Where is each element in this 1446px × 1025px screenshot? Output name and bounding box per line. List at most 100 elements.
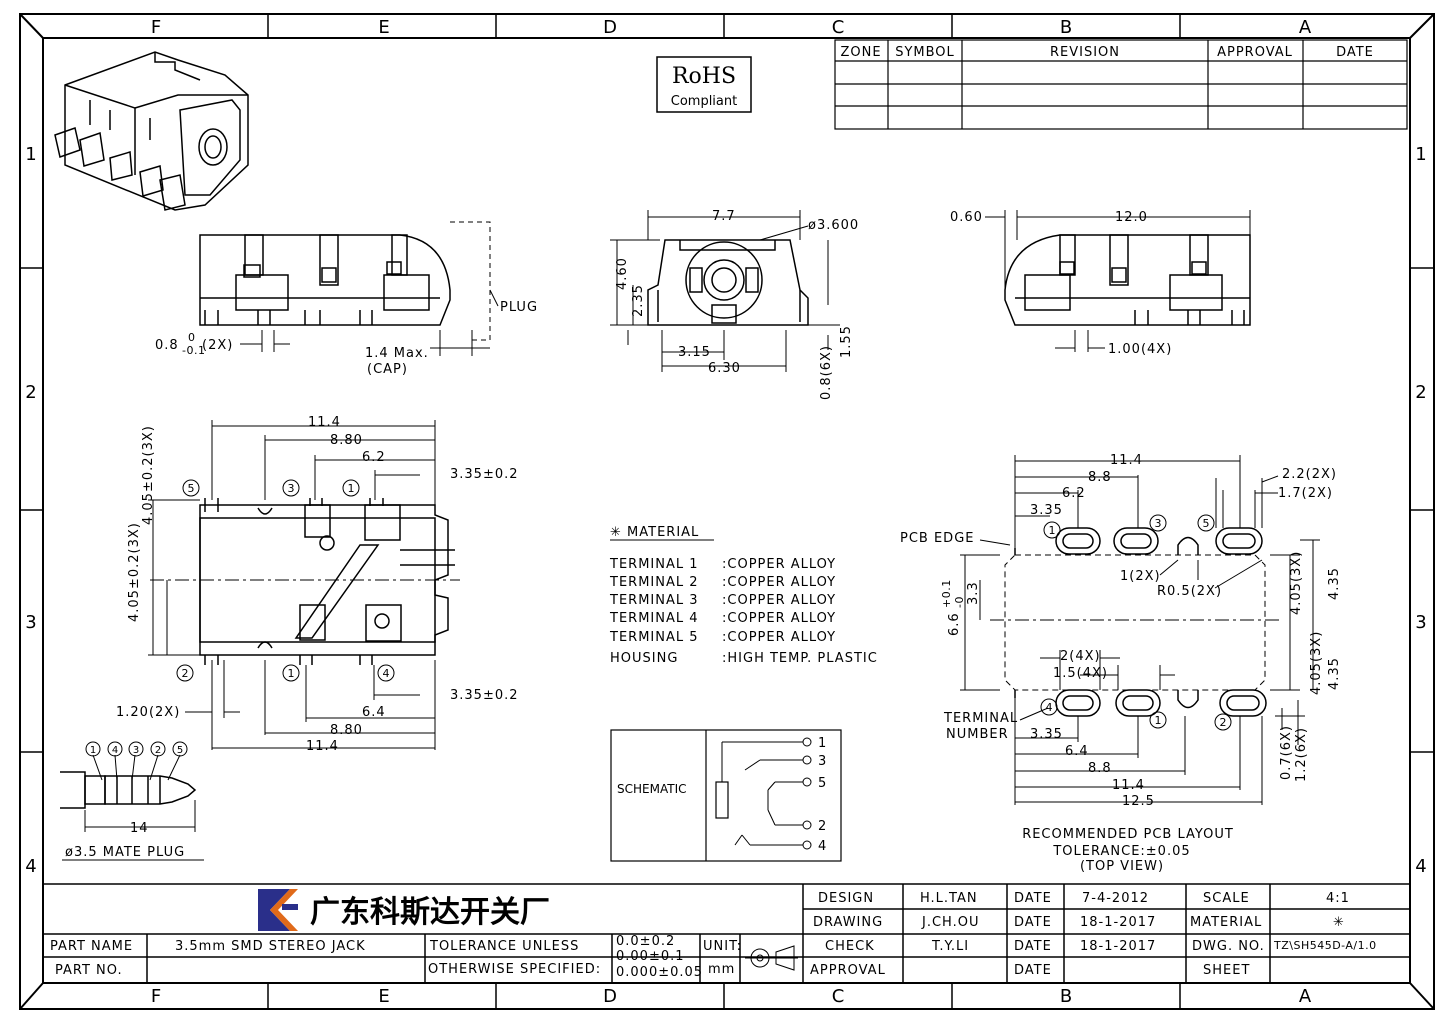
- zone-label-bottom: A: [1299, 986, 1312, 1007]
- zone-label-top: E: [378, 17, 389, 38]
- dim-label: 11.4: [1110, 453, 1143, 468]
- zone-label-top: D: [603, 17, 617, 38]
- dim-label: 1.20(2X): [116, 705, 180, 720]
- zone-label-top: F: [151, 17, 161, 38]
- zone-label-side: 2: [1415, 382, 1426, 403]
- zone-label-side: 3: [1415, 612, 1426, 633]
- material-value: :COPPER ALLOY: [722, 630, 836, 645]
- zone-label-side: 4: [25, 856, 36, 877]
- dim-label: 3.35: [1030, 727, 1063, 742]
- dim-label: 1.5(4X): [1053, 666, 1108, 681]
- zone-label-side: 3: [25, 612, 36, 633]
- schematic-pin: 3: [818, 754, 826, 769]
- sheet-frame: [19, 13, 1435, 1010]
- material-part: TERMINAL 5: [609, 630, 699, 645]
- scale-label: SCALE: [1203, 891, 1250, 906]
- svg-text:2: 2: [155, 745, 161, 756]
- dim-label: NUMBER: [946, 727, 1009, 742]
- material-part: TERMINAL 2: [609, 575, 699, 590]
- zone-dividers: [20, 14, 1434, 1009]
- zone-label-top: B: [1060, 17, 1072, 38]
- zone-label-top: A: [1299, 17, 1312, 38]
- zone-label-bottom: D: [603, 986, 617, 1007]
- zone-label-side: 1: [1415, 144, 1426, 165]
- dim-label: 6.4: [362, 705, 386, 720]
- dim-label: 12.0: [1115, 210, 1148, 225]
- company-name: 广东科斯达开关厂: [310, 895, 550, 930]
- part-name-value: 3.5mm SMD STEREO JACK: [175, 939, 366, 954]
- dim-label: 0: [188, 331, 196, 344]
- material-part: TERMINAL 4: [609, 611, 699, 626]
- rohs-badge: RoHS Compliant: [656, 56, 752, 113]
- dim-label: 0.8(6X): [819, 345, 834, 400]
- material-label: MATERIAL: [1190, 915, 1262, 930]
- svg-text:2: 2: [182, 667, 189, 680]
- zone-label-side: 1: [25, 144, 36, 165]
- dim-label: R0.5(2X): [1157, 584, 1222, 599]
- dim-label: 6.2: [362, 450, 386, 465]
- dim-label: 2.2(2X): [1282, 467, 1337, 482]
- part-name-label: PART NAME: [50, 939, 133, 954]
- plug-title: ø3.5 MATE PLUG: [65, 845, 185, 860]
- svg-text:5: 5: [1203, 517, 1210, 530]
- dim-label: 3.35±0.2: [450, 467, 519, 482]
- material-list: ✳ MATERIAL TERMINAL 1 :COPPER ALLOY TERM…: [609, 525, 877, 666]
- svg-text:3: 3: [133, 745, 139, 756]
- svg-text:1: 1: [348, 482, 355, 495]
- revision-table: ZONE SYMBOL REVISION APPROVAL DATE: [834, 39, 1408, 130]
- date-label: DATE: [1014, 963, 1052, 978]
- schematic-pin: 2: [818, 819, 826, 834]
- dwg-no-label: DWG. NO.: [1192, 939, 1265, 954]
- scale-value: 4:1: [1326, 891, 1350, 906]
- dim-label: 12.5: [1122, 794, 1155, 809]
- svg-text:1: 1: [1049, 524, 1056, 537]
- dim-label: 3.3: [966, 581, 981, 605]
- svg-text:1: 1: [1155, 714, 1162, 727]
- dim-label: 6.6: [947, 612, 962, 636]
- svg-text:4: 4: [112, 745, 118, 756]
- rev-header: SYMBOL: [895, 45, 955, 60]
- dim-label: 1.55: [839, 325, 854, 358]
- dim-label: 1.4 Max.: [365, 346, 429, 361]
- date-value: 18-1-2017: [1080, 939, 1156, 954]
- pcb-pads: [1055, 527, 1267, 717]
- side-view-right: 0.60 12.0 1.00(4X): [950, 210, 1251, 357]
- svg-text:1: 1: [288, 667, 295, 680]
- front-view: 7.7 ø3.600 4.60 2.35 3.15 6.30 1.55 0.8(…: [610, 209, 858, 400]
- dim-label: (2X): [202, 338, 233, 353]
- unit-label: UNIT:: [703, 939, 742, 954]
- material-value: :COPPER ALLOY: [722, 575, 836, 590]
- dim-label: 1(2X): [1120, 569, 1161, 584]
- schematic-pin: 1: [818, 736, 826, 751]
- date-label: DATE: [1014, 915, 1052, 930]
- design-label: DESIGN: [818, 891, 874, 906]
- tolerance-label: TOLERANCE UNLESS: [429, 939, 579, 954]
- schematic-label: SCHEMATIC: [617, 782, 686, 796]
- svg-text:4: 4: [1046, 701, 1053, 714]
- zone-label-side: 4: [1415, 856, 1426, 877]
- dim-label: 0.8: [155, 338, 179, 353]
- designer-name: H.L.TAN: [920, 891, 978, 906]
- dim-label: 7.7: [712, 209, 736, 224]
- projection-symbol: [745, 945, 798, 971]
- unit-value: mm: [708, 962, 735, 977]
- material-part: TERMINAL 1: [609, 557, 699, 572]
- dim-label: 6.2: [1062, 486, 1086, 501]
- dim-label: 4.60: [615, 257, 630, 290]
- rev-header: DATE: [1336, 45, 1374, 60]
- dim-label: 4.35: [1327, 567, 1342, 600]
- date-label: DATE: [1014, 891, 1052, 906]
- zone-label-side: 2: [25, 382, 36, 403]
- date-label: DATE: [1014, 939, 1052, 954]
- material-title: ✳ MATERIAL: [610, 525, 699, 540]
- dim-label: 8.80: [330, 723, 363, 738]
- dim-label: 8.8: [1088, 470, 1112, 485]
- tolerance-value: 0.0±0.2: [616, 934, 675, 949]
- date-value: 7-4-2012: [1082, 891, 1149, 906]
- svg-text:4: 4: [383, 667, 390, 680]
- dim-label: 4.05(3X): [1309, 631, 1324, 695]
- dim-label: -0.1: [182, 344, 205, 357]
- dim-label: 1.7(2X): [1278, 486, 1333, 501]
